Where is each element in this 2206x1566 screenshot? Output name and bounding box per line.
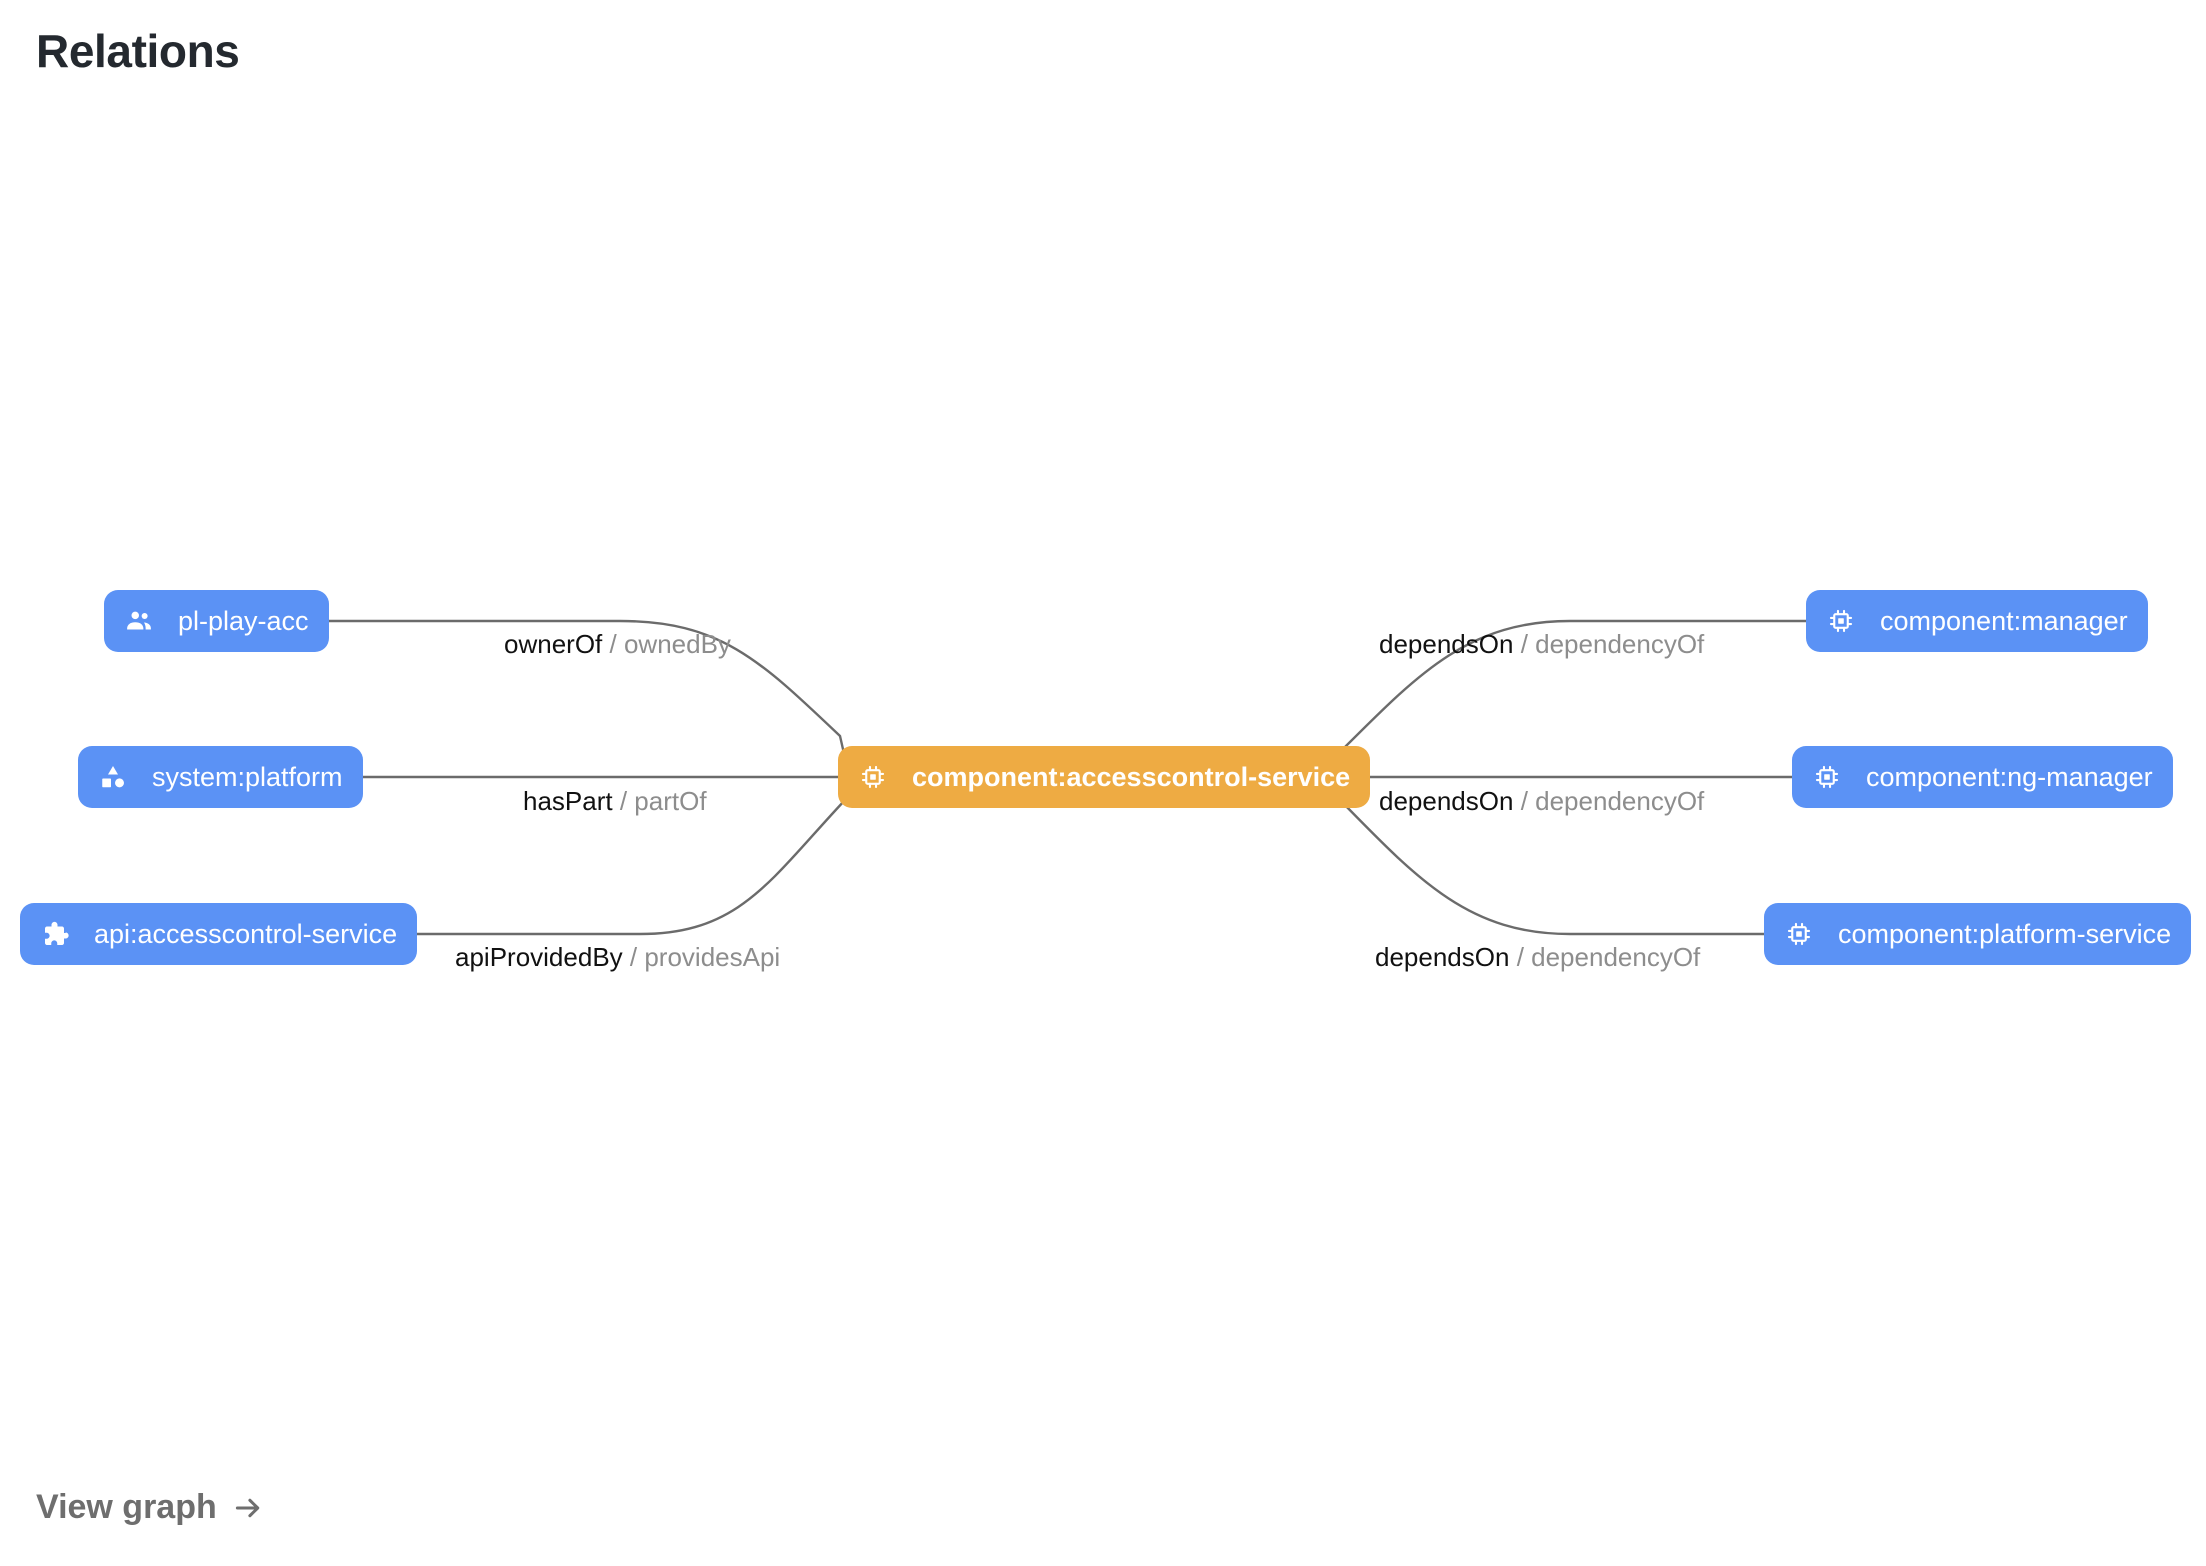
puzzle-extension-icon — [40, 919, 70, 949]
edge-label-separator: / — [1516, 942, 1532, 972]
graph-node-component-platform-service[interactable]: component:platform-service — [1764, 903, 2192, 965]
edge-label-separator: / — [629, 942, 645, 972]
graph-node-component-manager[interactable]: component:manager — [1806, 590, 2148, 652]
graph-node-label: api:accesscontrol-service — [94, 918, 398, 949]
memory-chip-icon — [1812, 762, 1842, 792]
edge-label-reverse: dependencyOf — [1531, 942, 1701, 972]
edge-label-forward: ownerOf — [504, 629, 603, 659]
graph-node-system-platform[interactable]: system:platform — [78, 746, 363, 808]
edge-label-forward: dependsOn — [1379, 629, 1514, 659]
graph-node-label: component:ng-manager — [1866, 761, 2153, 792]
edge-label-reverse: providesApi — [644, 942, 781, 972]
graph-node-label: component:platform-service — [1838, 918, 2172, 949]
graph-node-label: component:manager — [1880, 605, 2128, 636]
page-title: Relations — [36, 25, 240, 77]
graph-node-component-accesscontrol-service[interactable]: component:accesscontrol-service — [838, 746, 1371, 808]
edge-label-dependson-ng-manager: dependsOn / dependencyOf — [1379, 788, 1704, 814]
group-people-icon — [124, 606, 154, 636]
edge-label-separator: / — [619, 786, 635, 816]
memory-chip-icon — [1826, 606, 1856, 636]
relations-graph: pl-play-acc system:platform api:accessco… — [20, 590, 2192, 970]
graph-node-api-accesscontrol-service[interactable]: api:accesscontrol-service — [20, 903, 418, 965]
graph-node-label: component:accesscontrol-service — [912, 761, 1351, 792]
edge-label-reverse: partOf — [634, 786, 707, 816]
edge-label-separator: / — [1520, 786, 1536, 816]
graph-node-label: pl-play-acc — [178, 605, 309, 636]
edge-label-separator: / — [1520, 629, 1536, 659]
edge-label-reverse: dependencyOf — [1535, 629, 1705, 659]
edge-label-haspart: hasPart / partOf — [523, 788, 707, 814]
edge-label-forward: hasPart — [523, 786, 613, 816]
edge-label-dependson-platform-service: dependsOn / dependencyOf — [1375, 944, 1700, 970]
edge-label-reverse: ownedBy — [623, 629, 731, 659]
graph-node-pl-play-acc[interactable]: pl-play-acc — [104, 590, 329, 652]
edge-path-dependson-platform-service — [1339, 799, 1764, 936]
edge-label-forward: apiProvidedBy — [455, 942, 623, 972]
edge-label-ownerof: ownerOf / ownedBy — [504, 631, 731, 657]
edge-label-separator: / — [609, 629, 624, 659]
arrow-right-icon — [231, 1493, 265, 1523]
edge-label-reverse: dependencyOf — [1535, 786, 1705, 816]
view-graph-link[interactable]: View graph — [36, 1488, 265, 1527]
memory-chip-icon — [858, 762, 888, 792]
edge-label-forward: dependsOn — [1375, 942, 1510, 972]
edge-path-apiprovidedby — [408, 799, 846, 936]
edge-label-apiprovidedby: apiProvidedBy / providesApi — [455, 944, 780, 970]
edge-label-forward: dependsOn — [1379, 786, 1514, 816]
edge-layer — [328, 619, 1806, 936]
graph-node-component-ng-manager[interactable]: component:ng-manager — [1792, 746, 2173, 808]
graph-node-label: system:platform — [152, 761, 343, 792]
view-graph-label: View graph — [36, 1488, 217, 1526]
edge-label-dependson-manager: dependsOn / dependencyOf — [1379, 631, 1704, 657]
memory-chip-icon — [1784, 919, 1814, 949]
category-shapes-icon — [98, 762, 128, 792]
